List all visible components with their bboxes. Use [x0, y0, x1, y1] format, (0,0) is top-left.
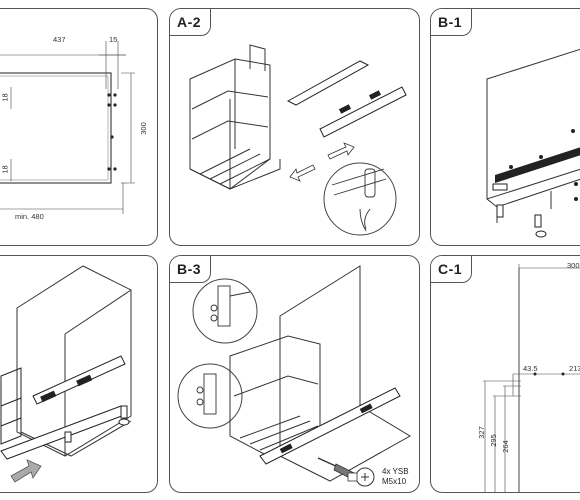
screw-icon	[347, 467, 375, 487]
door-dimension-diagram	[483, 264, 580, 492]
panel-a1-dimension-drawing: 437 15 300 18 18 min. 480	[0, 8, 158, 246]
panel-b1-cabinet-rail: B-1	[430, 8, 580, 246]
basket-fixing-illustration	[177, 265, 411, 487]
dim-left-bottom-label: 18	[0, 165, 10, 174]
dim-v1-label: 327	[476, 426, 486, 439]
basket-and-rail-illustration	[189, 44, 407, 236]
dim-d1-label: 43.5	[523, 364, 538, 373]
panel-a3-basket-insert	[0, 255, 158, 493]
dim-d2-label: 213	[569, 364, 580, 373]
dim-v2-label: 295	[488, 434, 498, 447]
dim-top-label: 300	[567, 261, 580, 270]
dim-offset-label: 15	[109, 35, 118, 44]
cabinet-side-with-rail	[486, 48, 580, 238]
panel-tag: C-1	[431, 256, 473, 283]
dim-left-top-label: 18	[0, 93, 10, 102]
panel-tag: B-3	[170, 256, 212, 283]
cabinet-dimension-diagram	[0, 41, 135, 214]
basket-insert-illustration	[0, 265, 132, 483]
dim-min-depth-label: min. 480	[15, 212, 44, 221]
panel-c1-door-dimensions: C-1 300 43.5 213 327 295 264	[430, 255, 580, 493]
panel-tag: B-1	[431, 9, 473, 36]
dim-width-label: 437	[53, 35, 66, 44]
dim-height-label: 300	[138, 122, 148, 135]
dim-v3-label: 264	[500, 440, 510, 453]
panel-b3-basket-fixing: B-3	[169, 255, 420, 493]
screw-spec-label: 4x YSB	[382, 467, 409, 476]
panel-a2-basket-assembly: A-2	[169, 8, 420, 246]
panel-tag: A-2	[170, 9, 212, 36]
screw-size-label: M5x10	[382, 477, 407, 486]
